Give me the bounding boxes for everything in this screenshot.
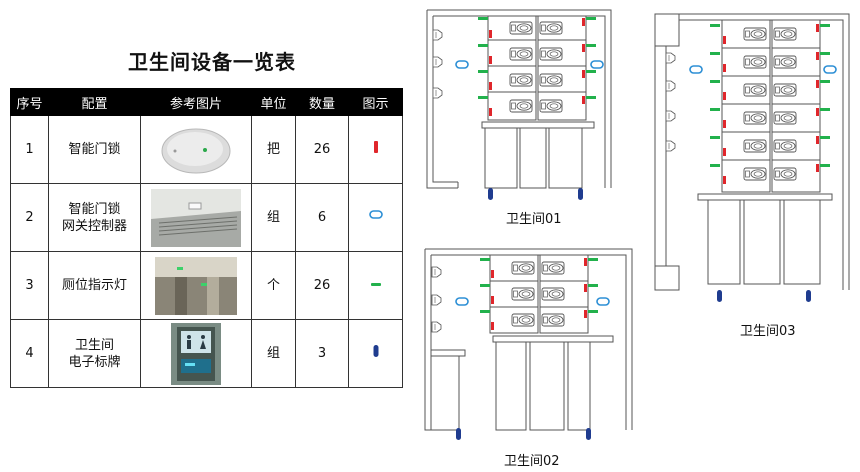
equipment-table: 序号 配置 参考图片 单位 数量 图示 1 智能门锁 把 26 — [10, 88, 403, 388]
row-legend — [348, 251, 403, 320]
row-unit: 个 — [251, 251, 296, 320]
row-config: 智能门锁 网关控制器 — [48, 183, 141, 252]
green-dash-icon — [370, 283, 381, 286]
col-header-qty: 数量 — [295, 88, 349, 116]
col-header-no: 序号 — [10, 88, 49, 116]
row-qty: 3 — [295, 319, 349, 388]
row-photo — [140, 115, 252, 184]
row-legend — [348, 115, 403, 184]
plan-02-fixtures — [431, 258, 610, 440]
config-line: 电子标牌 — [68, 354, 121, 370]
plan-03-label: 卫生间03 — [740, 324, 796, 339]
plan-03-fixtures — [665, 24, 837, 302]
blue-rounded-rect-icon — [368, 210, 383, 219]
row-qty: 26 — [295, 115, 349, 184]
smart-lock-photo — [151, 120, 241, 179]
gateway-photo — [151, 188, 241, 247]
config-line: 智能门锁 — [68, 142, 121, 157]
row-no: 2 — [10, 183, 49, 252]
row-no: 4 — [10, 319, 49, 388]
plan-03 — [654, 13, 850, 291]
red-bar-icon — [373, 141, 378, 153]
row-no: 1 — [10, 115, 49, 184]
row-legend — [348, 319, 403, 388]
row-photo — [140, 251, 252, 320]
col-header-config: 配置 — [48, 88, 141, 116]
plan-02-label: 卫生间02 — [504, 454, 560, 469]
sign-photo — [171, 322, 221, 385]
indicator-light-photo — [155, 256, 237, 315]
row-photo — [140, 319, 252, 388]
col-header-legend: 图示 — [348, 88, 403, 116]
plan-01-label: 卫生间01 — [506, 212, 562, 227]
plan-01-fixtures — [432, 17, 604, 200]
config-line: 智能门锁 — [68, 201, 121, 217]
table-row: 1 智能门锁 把 26 — [10, 115, 403, 184]
plan-02 — [424, 248, 633, 431]
table-row: 4 卫生间 电子标牌 组 3 — [10, 319, 403, 388]
config-line: 厕位指示灯 — [61, 278, 127, 293]
navy-oval-icon — [373, 345, 378, 357]
page-title: 卫生间设备一览表 — [128, 50, 296, 74]
col-header-unit: 单位 — [251, 88, 296, 116]
table-header-row: 序号 配置 参考图片 单位 数量 图示 — [10, 88, 403, 116]
row-config: 智能门锁 — [48, 115, 141, 184]
row-config: 卫生间 电子标牌 — [48, 319, 141, 388]
row-photo — [140, 183, 252, 252]
config-line: 网关控制器 — [61, 218, 127, 234]
config-line: 卫生间 — [74, 337, 114, 353]
